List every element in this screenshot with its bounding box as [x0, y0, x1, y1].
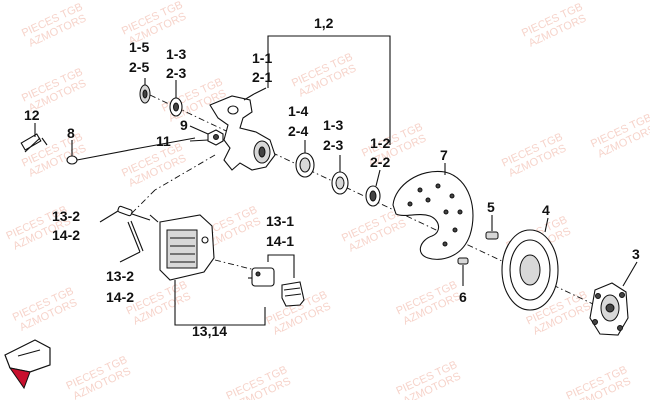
bearing-1-3a [169, 80, 183, 117]
steering-knuckle [209, 87, 276, 171]
callout-6: 6 [459, 289, 467, 305]
bolt-5 [485, 215, 499, 240]
callout-12: 12 [24, 107, 40, 123]
callout-8: 8 [67, 125, 75, 141]
bracket-1-2 [267, 35, 391, 145]
washer-1-5 [139, 78, 151, 104]
callout-7: 7 [440, 147, 448, 163]
callout-1-4: 1-4 [288, 103, 308, 119]
nut-9 [189, 125, 224, 146]
callout-2-5: 2-5 [129, 59, 149, 75]
callout-3: 3 [632, 246, 640, 262]
callout-13-14: 13,14 [192, 323, 227, 339]
callout-2-4: 2-4 [288, 123, 308, 139]
wheel-hub-3 [589, 261, 638, 336]
bleeder-screw-bottom [119, 220, 144, 263]
callout-1-3: 1-3 [166, 46, 186, 62]
bearing-1-4 [295, 140, 315, 178]
callout-1-3b: 1-3 [323, 117, 343, 133]
brake-pads [248, 254, 305, 307]
callout-13-1: 13-1 [266, 213, 294, 229]
brake-disc-7 [392, 163, 474, 260]
brake-caliper [159, 214, 215, 290]
callout-1-1: 1-1 [252, 50, 272, 66]
brake-hose-fitting [20, 123, 48, 153]
seal-1-2 [365, 169, 381, 207]
brand-logo [4, 339, 51, 390]
callout-1-2b: 1-2 [370, 135, 390, 151]
callout-11: 11 [156, 133, 171, 149]
callout-13-2b: 13-2 [106, 268, 134, 284]
bleeder-screw-top [99, 205, 159, 223]
bearing-1-3b [331, 155, 349, 195]
callout-2-3: 2-3 [166, 65, 186, 81]
callout-14-1: 14-1 [266, 233, 294, 249]
callout-9: 9 [180, 117, 188, 133]
callout-13-2a: 13-2 [52, 208, 80, 224]
banjo-bolt-8 [66, 137, 196, 165]
rotor-4 [501, 217, 559, 311]
callout-2-3b: 2-3 [323, 137, 343, 153]
callout-5: 5 [487, 199, 495, 215]
callout-labels: 1,2 1-5 2-5 1-3 2-3 1-1 2-1 12 8 9 11 1-… [24, 15, 640, 339]
callout-14-2a: 14-2 [52, 227, 80, 243]
callout-4: 4 [542, 202, 550, 218]
bolt-6 [457, 257, 469, 286]
bracket-13-14 [174, 290, 266, 326]
callout-14-2b: 14-2 [106, 289, 134, 305]
callout-2-1: 2-1 [252, 69, 272, 85]
callout-1-5: 1-5 [129, 39, 149, 55]
callout-1-2: 1,2 [314, 15, 334, 31]
callout-2-2: 2-2 [370, 154, 390, 170]
